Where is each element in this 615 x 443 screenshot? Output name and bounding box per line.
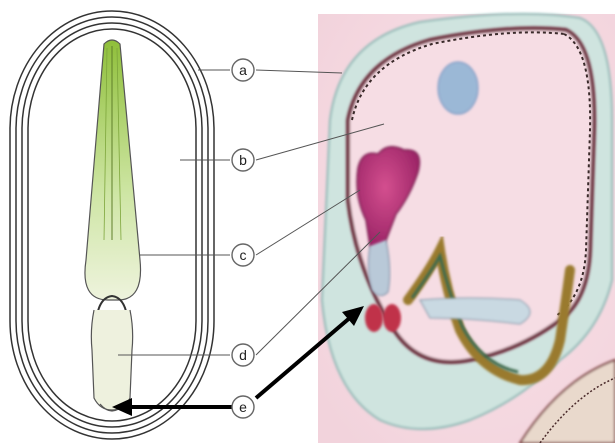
label-b: b	[232, 149, 254, 171]
schematic-seed	[10, 11, 214, 439]
suspensor	[368, 240, 389, 296]
label-d-text: d	[239, 347, 247, 363]
hypocotyl-root-axis	[91, 310, 132, 410]
label-c-text: c	[240, 247, 247, 263]
label-a: a	[232, 59, 254, 81]
nucleus-blob	[438, 62, 478, 114]
micrograph-section	[318, 14, 615, 443]
basal-cell-right	[383, 304, 401, 332]
basal-cell-left	[365, 304, 383, 332]
label-e-text: e	[239, 399, 247, 415]
label-e: e	[232, 396, 254, 418]
label-d: d	[232, 344, 254, 366]
label-b-text: b	[239, 152, 247, 168]
label-a-text: a	[239, 62, 247, 78]
label-c: c	[232, 244, 254, 266]
